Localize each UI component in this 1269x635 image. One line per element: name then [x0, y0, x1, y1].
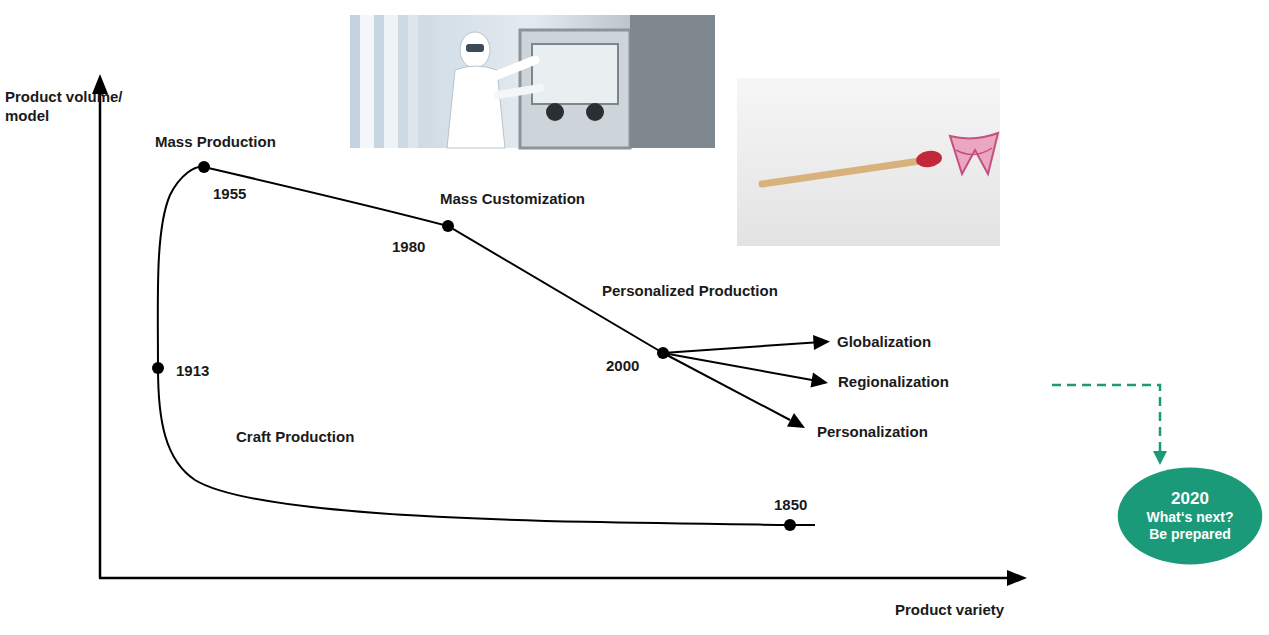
year-dot [152, 362, 164, 374]
evolution-curve [158, 167, 815, 525]
year-dot [784, 519, 796, 531]
arrowhead [1153, 451, 1167, 465]
year-label: 2000 [606, 357, 639, 376]
arrowhead [811, 373, 829, 388]
dashed-pointer [1052, 385, 1160, 452]
photo-ground [350, 15, 715, 148]
year-label: 1955 [213, 185, 246, 204]
glove-port [546, 103, 564, 121]
year-dot [198, 161, 210, 173]
trend-arrow [663, 353, 790, 420]
window-strip [384, 15, 398, 148]
heart-valve [956, 148, 992, 155]
stage-label: Mass Production [155, 133, 276, 152]
stage-label: Personalized Production [602, 282, 778, 301]
match-head [915, 149, 943, 168]
goggles [466, 44, 484, 52]
suit-arm [495, 60, 535, 76]
trend-label: Regionalization [838, 373, 949, 392]
trend-label: Personalization [817, 423, 928, 442]
year-dot [442, 220, 454, 232]
match-stick [762, 161, 920, 184]
node-text: Be prepared [1149, 526, 1231, 543]
year-label: 1850 [774, 496, 807, 515]
suit-arm [498, 88, 540, 95]
arrowhead [787, 413, 805, 428]
ellipse-node: 2020What‘s next?Be prepared [1117, 467, 1263, 565]
photo-ground [737, 78, 1000, 246]
axis-label: Product variety [895, 601, 1004, 620]
heart-valve [950, 133, 998, 174]
trend-label: Globalization [837, 333, 931, 352]
trend-arrow [663, 353, 812, 380]
ellipse-fill [1118, 467, 1263, 564]
x-axis [99, 577, 1010, 580]
node-text: What‘s next? [1146, 509, 1233, 526]
year-heading: 2020 [1171, 489, 1209, 509]
axis-arrowhead [1007, 570, 1027, 586]
window-strip [408, 15, 418, 148]
valve-photo [737, 78, 1000, 246]
suit-hood [460, 32, 490, 68]
window-strip [360, 15, 374, 148]
trend-arrow [663, 343, 814, 354]
arrowhead [813, 335, 830, 350]
machine-side [630, 15, 715, 148]
glovebox-window [532, 44, 618, 104]
year-label: 1980 [392, 238, 425, 257]
cleanroom-photo [350, 15, 715, 148]
stage-label: Craft Production [236, 428, 354, 447]
axis-label: Product volume/ model [5, 88, 140, 126]
year-label: 1913 [176, 362, 209, 381]
glove-port [586, 103, 604, 121]
y-axis [99, 90, 102, 578]
stage-label: Mass Customization [440, 190, 585, 209]
